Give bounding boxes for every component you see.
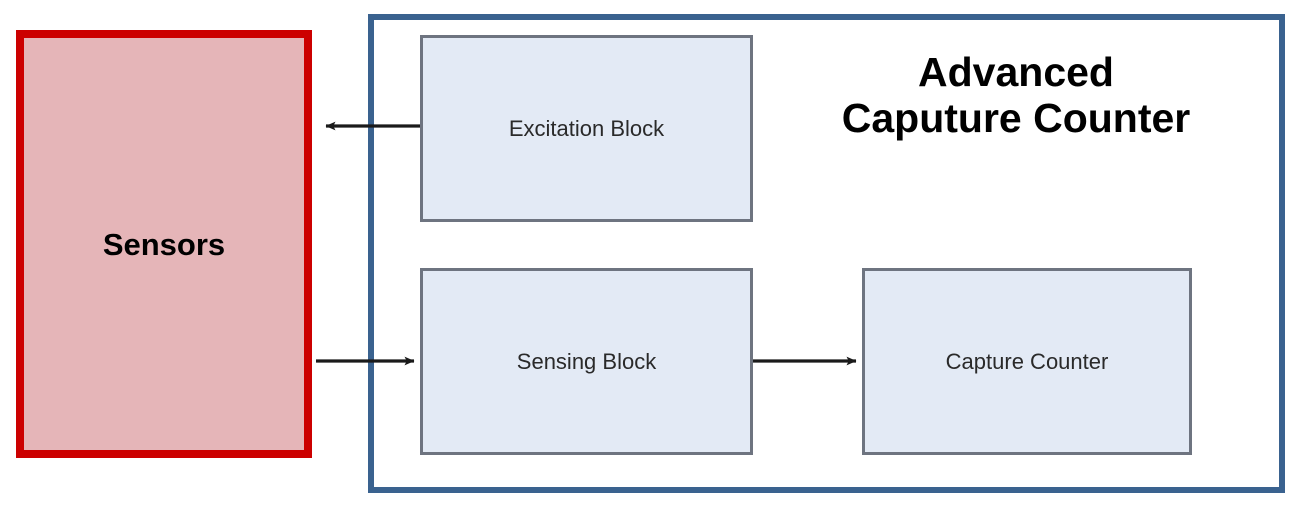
title-line-2: Caputure Counter — [841, 94, 1191, 141]
capture-counter-block-label: Capture Counter — [945, 348, 1109, 374]
advanced-capture-counter-title: Advanced Caputure Counter — [760, 49, 1272, 142]
advanced-capture-counter-container — [368, 14, 1285, 493]
sensing-block[interactable]: Sensing Block — [420, 268, 753, 455]
excitation-block[interactable]: Excitation Block — [420, 35, 753, 222]
capture-counter-block[interactable]: Capture Counter — [862, 268, 1192, 455]
sensing-block-label: Sensing Block — [516, 348, 657, 374]
title-line-1: Advanced — [918, 49, 1114, 95]
sensors-block[interactable]: Sensors — [16, 30, 312, 458]
excitation-block-label: Excitation Block — [508, 115, 665, 141]
sensors-block-label: Sensors — [102, 226, 226, 262]
